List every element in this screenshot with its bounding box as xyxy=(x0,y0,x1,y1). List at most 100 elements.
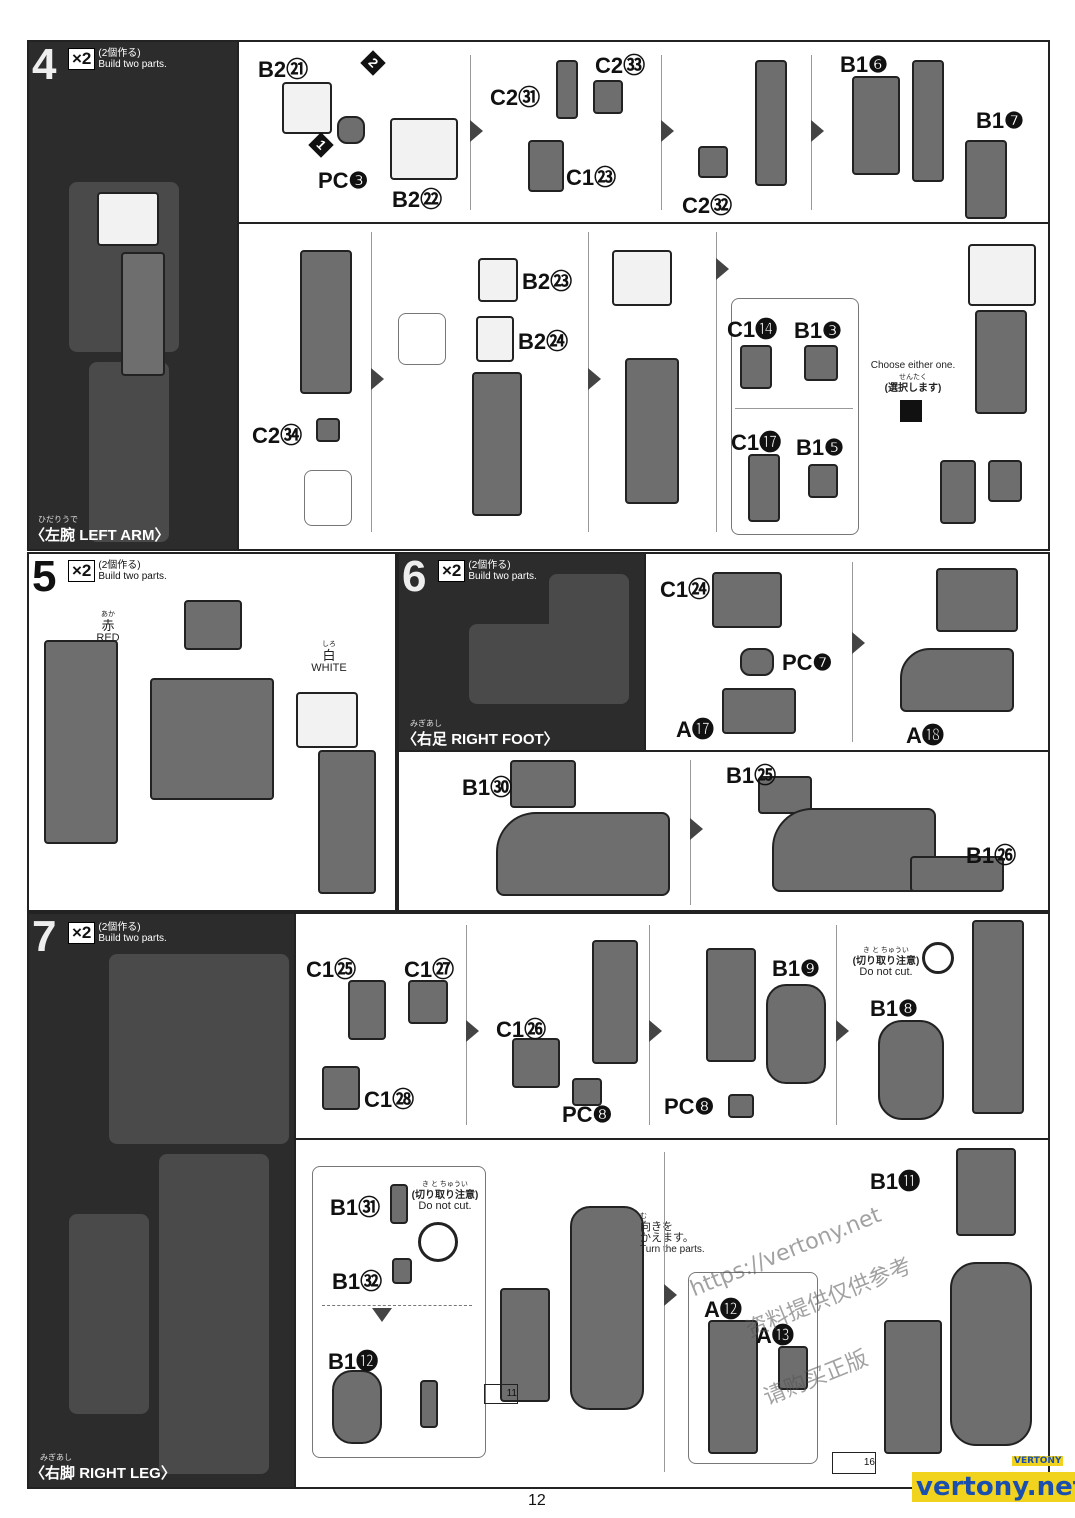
build-two-jp: (2個作る) xyxy=(98,922,141,933)
part-b1-6 xyxy=(852,76,900,175)
part-b1-25 xyxy=(758,776,812,814)
left-arm-title-jp: 〈左腕 xyxy=(30,527,76,544)
part-c1-27 xyxy=(408,980,448,1024)
part-leg-frame xyxy=(706,948,756,1062)
part-torso xyxy=(150,678,274,800)
vertony-logo: vertony.net xyxy=(912,1472,1075,1502)
page-number: 12 xyxy=(528,1492,546,1509)
label-b2-23: B2㉓ xyxy=(522,269,573,294)
step-arrow xyxy=(852,632,865,654)
step-arrow xyxy=(649,1020,662,1042)
part-c1-24 xyxy=(712,572,782,628)
part-leg-final xyxy=(950,1262,1032,1446)
right-leg-title-jp: 〈右脚 xyxy=(30,1465,76,1482)
turn-ruby: む xyxy=(640,1213,647,1220)
part-a18 xyxy=(900,648,1014,712)
part-b1-32 xyxy=(392,1258,412,1284)
part-c1-26 xyxy=(512,1038,560,1088)
step-arrow xyxy=(588,368,601,390)
label-b1-9: B1❾ xyxy=(772,956,820,981)
label-b1-8: B1❽ xyxy=(870,996,918,1021)
part-c2-32 xyxy=(698,146,728,178)
part-hand-fist xyxy=(988,460,1022,502)
part-pc8-a xyxy=(572,1078,602,1106)
left-arm-ruby: ひだりうで xyxy=(38,515,78,524)
label-c1-28: C1㉘ xyxy=(364,1087,415,1112)
part-b2-24 xyxy=(476,316,514,362)
step-7-reference-art xyxy=(29,914,294,1487)
right-foot-ruby: みぎあし xyxy=(410,719,442,728)
label-c1-17: C1⓱ xyxy=(731,430,782,455)
part-shoulder-final xyxy=(968,244,1036,306)
part-a12 xyxy=(708,1320,758,1454)
label-c1-14: C1⓮ xyxy=(727,317,778,342)
detail-inset-c2-34 xyxy=(304,470,352,526)
part-b1-7 xyxy=(965,140,1007,219)
part-arm-core xyxy=(912,60,944,182)
step-4-row-divider xyxy=(237,222,1048,224)
ref-11: 11 xyxy=(506,1388,517,1399)
part-front-armor xyxy=(884,1320,942,1454)
step-5-panel xyxy=(27,552,397,912)
label-c1-26: C1㉖ xyxy=(496,1017,547,1042)
x2-badge: ×2 xyxy=(68,922,96,944)
label-pc8-a: PC❽ xyxy=(562,1102,613,1127)
x2-badge: ×2 xyxy=(438,560,466,582)
part-foot-top xyxy=(936,568,1018,632)
label-b1-31: B1㉛ xyxy=(330,1195,381,1220)
part-armor-11 xyxy=(500,1288,550,1402)
part-pc3 xyxy=(337,116,365,144)
part-b2-23 xyxy=(478,258,518,302)
part-c2-31 xyxy=(556,60,578,119)
part-hand-open xyxy=(940,460,976,524)
red-ruby: あか xyxy=(101,611,115,618)
part-leg-assembly xyxy=(570,1206,644,1410)
turn-en: Turn the parts. xyxy=(640,1244,705,1255)
build-two-jp: (2個作る) xyxy=(98,48,141,59)
step-arrow xyxy=(661,120,674,142)
step-arrow xyxy=(664,1284,677,1306)
choose-either-jp: (選択します) xyxy=(884,383,942,394)
ref-box-16: 16 xyxy=(832,1452,876,1474)
part-c1-25 xyxy=(348,980,386,1040)
part-b1-26 xyxy=(910,856,1004,892)
part-arm-full xyxy=(625,358,679,504)
build-two-badge: ×2 (2個作る)Build two parts. xyxy=(68,48,167,70)
part-b1-8 xyxy=(878,1020,944,1120)
label-b2-21: B2㉑ xyxy=(258,57,309,82)
build-two-en: Build two parts. xyxy=(98,933,167,944)
label-a17: A⓱ xyxy=(676,717,714,742)
part-c1-28 xyxy=(322,1066,360,1110)
step-7-panel xyxy=(27,912,1050,1489)
label-a13: A⓭ xyxy=(756,1323,794,1348)
label-c2-32: C2㉜ xyxy=(682,193,733,218)
label-b1-30: B1㉚ xyxy=(462,775,513,800)
part-pc7 xyxy=(740,648,774,676)
part-arm-final xyxy=(975,310,1027,414)
label-pc7: PC❼ xyxy=(782,650,833,675)
part-foot-final xyxy=(772,808,936,892)
ref-16: 16 xyxy=(863,1457,875,1468)
right-leg-ruby: みぎあし xyxy=(40,1453,72,1462)
label-c2-31: C2㉛ xyxy=(490,85,541,110)
choose-either-en: Choose either one. xyxy=(870,360,956,371)
do-not-cut-en-2: Do not cut. xyxy=(418,1200,472,1212)
label-b1-top: B1⓫ xyxy=(870,1169,921,1194)
part-c1-23 xyxy=(528,140,564,192)
step-arrow xyxy=(836,1020,849,1042)
part-b1-12 xyxy=(332,1370,382,1444)
do-not-cut-jp-2: (切り取り注意) xyxy=(411,1190,479,1201)
part-pin xyxy=(420,1380,438,1428)
x2-badge: ×2 xyxy=(68,560,96,582)
left-arm-title-en: LEFT ARM〉 xyxy=(79,527,170,544)
step-arrow xyxy=(470,120,483,142)
part-c2-33 xyxy=(593,80,623,114)
part-foot-assembly xyxy=(496,812,670,896)
part-b1-9 xyxy=(766,984,826,1084)
build-two-en: Build two parts. xyxy=(98,571,167,582)
do-not-cut-jp: (切り取り注意) xyxy=(852,956,920,967)
right-leg-title-en: RIGHT LEG〉 xyxy=(79,1465,176,1482)
label-b1-7: B1❼ xyxy=(976,108,1024,133)
red-jp: 赤 xyxy=(101,618,115,633)
label-a18: A⓲ xyxy=(906,723,944,748)
